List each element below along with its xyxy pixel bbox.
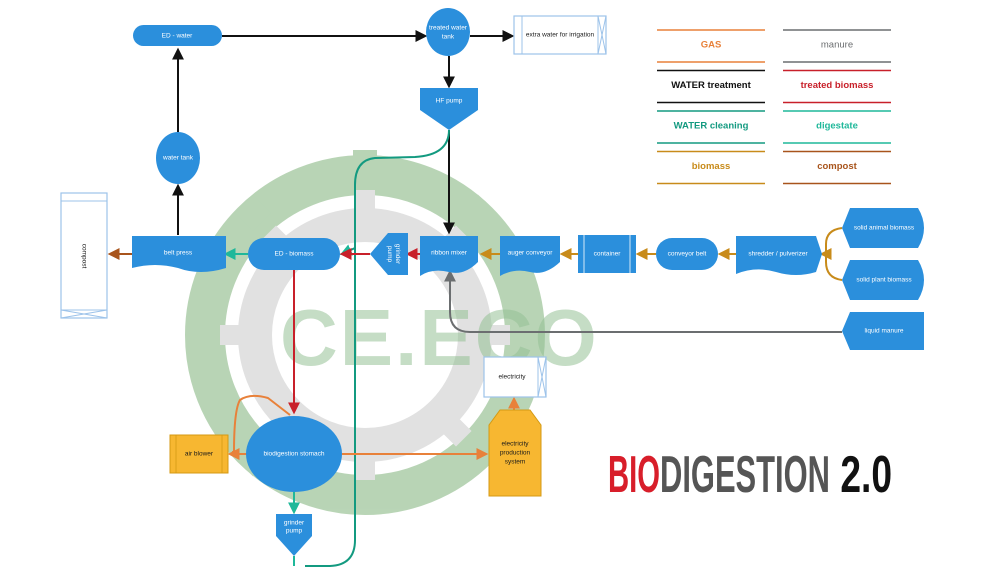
node-extra-water-label: extra water for irrigation (526, 32, 595, 39)
node-solid-animal-biomass[interactable]: solid animal biomass (842, 208, 924, 248)
page-title: BIODIGESTION 2.0 (608, 446, 892, 504)
node-container-label: container (594, 251, 622, 258)
node-compost-label: compost (80, 244, 87, 269)
node-conveyor-belt-label: conveyor belt (668, 251, 707, 258)
legend-label: GAS (701, 40, 722, 51)
node-grinder-pump-top[interactable]: grinderpump (370, 233, 408, 275)
node-treated-water-tank[interactable]: treated water tank (426, 8, 470, 56)
node-water-tank-label: water tank (162, 155, 194, 162)
node-solid-plant-biomass[interactable]: solid plant biomass (842, 260, 924, 300)
edge-sources-shredder (822, 227, 843, 281)
legend-item: WATER treatment (657, 69, 765, 104)
node-auger-conveyor-label: auger conveyor (508, 250, 554, 257)
node-solid-plant-biomass-label: solid plant biomass (856, 277, 912, 284)
node-eps-label-2: production (500, 450, 531, 457)
node-treated-water-tank-label-1: treated water (429, 25, 468, 32)
node-biodigestion-stomach[interactable]: biodigestion stomach (246, 416, 342, 492)
node-liquid-manure-label: liquid manure (864, 328, 903, 335)
node-container[interactable]: container (578, 235, 636, 273)
node-ribbon-mixer[interactable]: ribbon mixer (420, 236, 478, 276)
node-air-blower-label: air blower (185, 451, 214, 458)
legend-item: GAS (657, 29, 765, 63)
legend-label: biomass (692, 161, 731, 172)
node-belt-press-label: belt press (164, 250, 193, 257)
legend-label: WATER treatment (671, 80, 751, 91)
node-belt-press[interactable]: belt press (132, 236, 226, 272)
node-biodigestion-stomach-label: biodigestion stomach (263, 451, 324, 458)
node-grinder-pump-bottom-label-2: pump (286, 528, 303, 535)
legend-label: treated biomass (801, 80, 874, 91)
nodes: ED - water treated water tank extra wate… (60, 8, 924, 556)
node-air-blower[interactable]: air blower (169, 434, 229, 474)
node-shredder[interactable]: shredder / pulverizer (736, 236, 822, 275)
legend-item: WATER cleaning (657, 110, 765, 144)
node-treated-water-tank-label-2: tank (442, 34, 455, 41)
legend-label: manure (821, 40, 853, 51)
node-hf-pump-label: HF pump (436, 98, 463, 105)
node-electricity[interactable]: electricity (483, 356, 547, 398)
title-part-version: 2.0 (830, 446, 892, 504)
node-grinder-pump-bottom[interactable]: grinder pump (276, 514, 312, 556)
legend-item: biomass (657, 150, 765, 185)
node-extra-water[interactable]: extra water for irrigation (513, 15, 607, 55)
node-auger-conveyor[interactable]: auger conveyor (500, 236, 560, 276)
node-grinder-pump-top-label: grinderpump (386, 244, 401, 265)
node-shredder-label: shredder / pulverizer (748, 251, 808, 258)
legend-item: manure (783, 29, 891, 63)
node-electricity-label: electricity (498, 374, 526, 381)
node-ed-water[interactable]: ED - water (133, 25, 222, 46)
watermark-text: CE.ECO (280, 293, 599, 382)
title-part-bio: BIO (608, 446, 660, 504)
edge-liquidmanure-ribbon (444, 269, 842, 333)
connections (107, 30, 843, 567)
node-hf-pump[interactable]: HF pump (420, 88, 478, 130)
node-conveyor-belt[interactable]: conveyor belt (656, 238, 718, 270)
node-ed-biomass[interactable]: ED - biomass (248, 238, 340, 270)
node-solid-animal-biomass-label: solid animal biomass (854, 225, 915, 232)
edge-hfpump-edbiomass (339, 129, 450, 256)
node-ribbon-mixer-label: ribbon mixer (431, 250, 468, 257)
legend-item: digestate (783, 110, 891, 144)
legend-label: digestate (816, 121, 858, 132)
node-ed-water-label: ED - water (162, 33, 194, 40)
node-eps-label-3: system (505, 459, 526, 466)
node-eps-label-1: electricity (501, 441, 529, 448)
legend-item: compost (783, 150, 891, 185)
edge-waterloop (305, 185, 356, 567)
node-electricity-production-system[interactable]: electricity production system (488, 409, 542, 497)
title-part-digestion: DIGESTION (660, 446, 830, 504)
node-compost[interactable]: compost (60, 192, 108, 319)
node-grinder-pump-bottom-label-1: grinder (284, 520, 305, 527)
node-water-tank[interactable]: water tank (156, 132, 200, 184)
legend-item: treated biomass (783, 69, 891, 104)
legend-label: compost (817, 161, 857, 172)
legend-label: WATER cleaning (674, 121, 749, 132)
node-ed-biomass-label: ED - biomass (274, 251, 314, 258)
node-liquid-manure[interactable]: liquid manure (842, 312, 924, 350)
